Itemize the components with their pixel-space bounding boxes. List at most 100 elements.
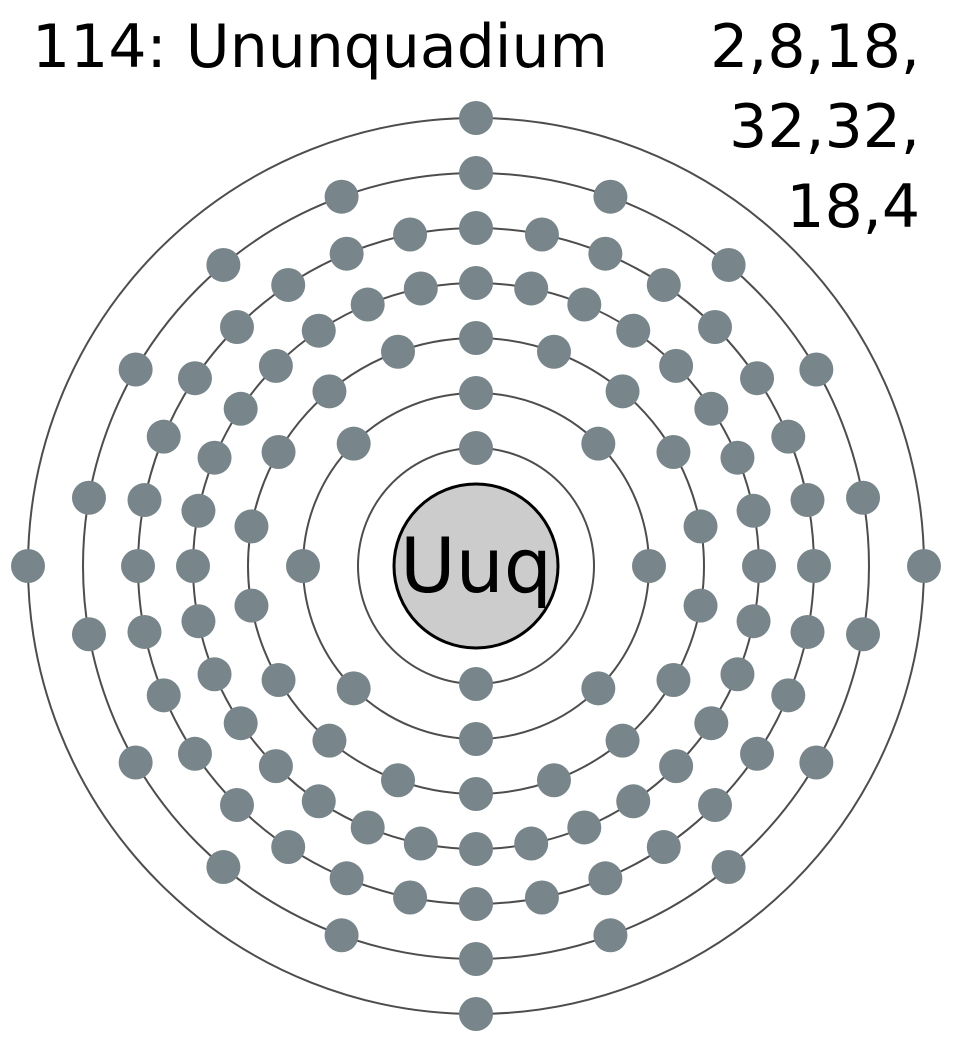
electron bbox=[459, 997, 493, 1031]
electron bbox=[324, 918, 359, 953]
electron bbox=[720, 657, 755, 692]
electron bbox=[261, 663, 296, 697]
element-symbol: Uuq bbox=[400, 521, 552, 610]
electron bbox=[459, 722, 493, 756]
electron bbox=[632, 549, 666, 583]
electron bbox=[350, 810, 385, 845]
electron bbox=[799, 352, 834, 387]
electron bbox=[206, 850, 241, 885]
electron bbox=[846, 617, 881, 652]
electron bbox=[223, 391, 258, 426]
electron bbox=[616, 784, 651, 819]
nucleus-group: Uuq bbox=[392, 482, 560, 650]
electron bbox=[790, 614, 825, 649]
electron bbox=[459, 101, 493, 135]
electron bbox=[459, 431, 493, 465]
electron bbox=[118, 745, 153, 780]
electron bbox=[220, 788, 254, 822]
electron bbox=[459, 211, 493, 245]
electron bbox=[127, 483, 162, 518]
electron bbox=[393, 880, 428, 915]
configuration-line-2: 32,32, bbox=[729, 92, 920, 162]
electron bbox=[740, 361, 775, 396]
electron bbox=[593, 179, 628, 214]
electron bbox=[324, 179, 359, 214]
electron bbox=[581, 426, 616, 461]
electron bbox=[223, 706, 258, 741]
electron bbox=[736, 604, 771, 639]
electron bbox=[350, 287, 385, 322]
electron bbox=[514, 271, 549, 306]
electron bbox=[271, 830, 306, 865]
electron bbox=[258, 348, 293, 383]
electron bbox=[771, 419, 806, 454]
electron bbox=[683, 588, 718, 623]
electron bbox=[616, 313, 651, 348]
electron bbox=[797, 549, 831, 583]
electron bbox=[720, 440, 755, 475]
electron bbox=[459, 321, 493, 355]
electron bbox=[771, 678, 806, 713]
electron bbox=[656, 435, 691, 469]
electron bbox=[459, 942, 493, 976]
electron bbox=[514, 826, 549, 861]
electron bbox=[698, 788, 732, 822]
electron bbox=[459, 156, 493, 190]
electron bbox=[393, 217, 428, 252]
electron bbox=[846, 480, 881, 515]
electron bbox=[118, 352, 153, 387]
electron bbox=[71, 617, 106, 652]
element-title: 114: Ununquadium bbox=[32, 12, 608, 82]
electron bbox=[459, 777, 493, 811]
electron bbox=[234, 588, 269, 623]
electron bbox=[121, 549, 155, 583]
electron bbox=[197, 657, 232, 692]
nucleus bbox=[392, 482, 560, 650]
electron bbox=[206, 247, 241, 282]
electron bbox=[656, 663, 691, 697]
electron bbox=[403, 826, 438, 861]
electron bbox=[459, 832, 493, 866]
electron bbox=[301, 313, 336, 348]
electron bbox=[698, 310, 732, 344]
configuration-line-1: 2,8,18, bbox=[710, 12, 920, 82]
electron bbox=[403, 271, 438, 306]
electron bbox=[177, 361, 212, 396]
electron-configuration: 2,8,18, 32,32, 18,4 bbox=[710, 12, 920, 242]
electron bbox=[742, 549, 776, 583]
electron bbox=[711, 247, 746, 282]
electron bbox=[220, 310, 254, 344]
electron bbox=[336, 671, 371, 706]
electron bbox=[286, 549, 320, 583]
electron bbox=[329, 236, 364, 271]
electron bbox=[181, 604, 216, 639]
electron bbox=[177, 736, 212, 771]
electron bbox=[646, 267, 681, 302]
electron bbox=[197, 440, 232, 475]
electron bbox=[605, 723, 640, 758]
electron bbox=[588, 236, 623, 271]
electron bbox=[790, 483, 825, 518]
electron bbox=[799, 745, 834, 780]
electron bbox=[176, 549, 210, 583]
electron bbox=[329, 861, 364, 896]
electron bbox=[336, 426, 371, 461]
electron bbox=[588, 861, 623, 896]
electron bbox=[381, 763, 416, 798]
electron bbox=[694, 706, 729, 741]
electrons bbox=[11, 101, 941, 1031]
electron bbox=[740, 736, 775, 771]
electron bbox=[736, 493, 771, 528]
electron bbox=[524, 880, 559, 915]
electron bbox=[581, 671, 616, 706]
electron bbox=[234, 509, 269, 544]
electron bbox=[11, 549, 45, 583]
electron bbox=[181, 493, 216, 528]
electron bbox=[605, 374, 640, 409]
electron bbox=[146, 678, 181, 713]
electron bbox=[683, 509, 718, 544]
electron bbox=[312, 723, 347, 758]
electron bbox=[536, 334, 571, 369]
electron bbox=[524, 217, 559, 252]
